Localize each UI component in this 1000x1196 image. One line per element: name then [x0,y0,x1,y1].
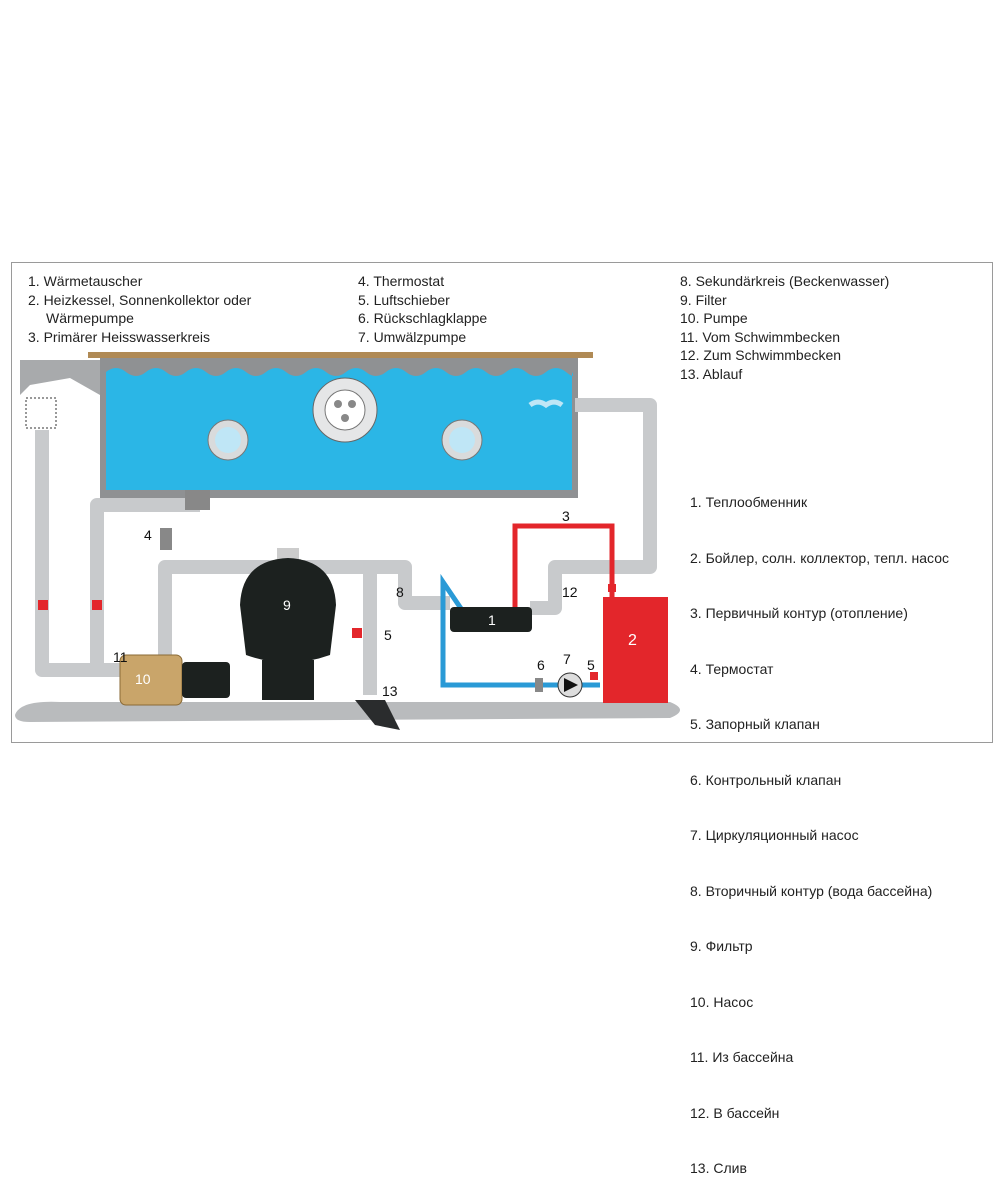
heat-exchanger [450,607,532,632]
boiler [603,597,668,703]
drain-outlet [355,700,400,730]
label-7: 7 [563,651,571,667]
legend-item: 7. Umwälzpumpe [358,328,467,345]
label-6: 6 [537,657,545,673]
pipe-to-pool [530,398,657,615]
legend-item: 11. Vom Schwimmbecken [680,328,841,345]
pipe-pump-to-filter [158,560,450,660]
legend-item: 6. Rückschlagklappe [358,310,488,326]
legend-item: 13. Ablauf [680,365,743,382]
legend-item: 2. Heizkessel, Sonnenkollektor oder [28,291,252,308]
legend-item: 12. Zum Schwimmbecken [680,347,842,363]
primary-hot-circuit [512,523,615,610]
legend-item: 6. Контрольный клапан [690,771,842,788]
legend-german-col3: 8. Sekundärkreis (Beckenwasser) 9. Filte… [680,272,889,383]
legend-item: 13. Слив [690,1160,747,1176]
legend-item: 4. Термостат [690,660,774,677]
label-12: 12 [562,584,578,600]
legend-item: 3. Primärer Heisswasserkreis [28,328,211,345]
label-11: 11 [113,649,128,665]
label-10: 10 [135,671,151,687]
label-5b: 5 [587,657,595,673]
main-pump [119,654,230,706]
legend-item: 3. Первичный контур (отопление) [690,605,908,621]
legend-item: 7. Циркуляционный насос [690,827,859,843]
legend-german-col1: 1. Wärmetauscher 2. Heizkessel, Sonnenko… [28,272,251,346]
diagram-frame [11,262,993,743]
legend-item: 1. Теплообменник [690,494,808,510]
label-5a: 5 [384,627,392,643]
legend-item: 1. Wärmetauscher [28,273,143,289]
legend-item: Wärmepumpe [46,310,134,326]
label-3: 3 [562,508,570,524]
pool-deck [88,352,593,358]
secondary-cold-circuit [440,573,600,688]
legend-item: 5. Запорный клапан [690,716,820,732]
circulation-pump [557,672,583,698]
legend-item: 9. Фильтр [690,938,753,954]
legend-item: 8. Вторичный контур (вода бассейна) [690,882,933,899]
legend-item: 2. Бойлер, солн. коллектор, тепл. насос [690,549,949,566]
diagram-drawing: 1 2 3 4 5 5 6 7 8 9 10 11 12 13 [15,352,680,730]
pipe-from-skimmer [35,430,140,677]
legend-russian: 1. Теплообменник 2. Бойлер, солн. коллек… [690,456,949,1196]
legend-german-col2: 4. Thermostat 5. Luftschieber 6. Rücksch… [358,272,487,346]
label-1: 1 [488,612,496,628]
sand-filter [240,548,336,700]
legend-item: 8. Sekundärkreis (Beckenwasser) [680,273,890,289]
label-8: 8 [396,584,404,600]
pool-light-right [441,419,483,461]
legend-item: 11. Из бассейна [690,1049,794,1065]
skimmer [20,360,100,395]
legend-item: 10. Pumpe [680,310,748,326]
thermostat [160,528,172,550]
legend-item: 5. Luftschieber [358,291,450,308]
legend-item: 12. В бассейн [690,1104,780,1121]
ground [15,701,680,722]
label-9: 9 [283,597,291,613]
pipe-from-main-drain [90,498,200,670]
label-4: 4 [144,527,152,543]
label-2: 2 [628,632,637,649]
label-13: 13 [382,683,398,699]
pool-inlet-fitting [312,377,378,443]
legend-item: 9. Filter [680,291,727,308]
legend-item: 10. Насос [690,993,754,1010]
pool-heating-diagram: 1 2 3 4 5 5 6 7 8 9 10 11 12 13 1. Wärme… [11,262,993,1176]
pool-light-left [207,419,249,461]
legend-item: 4. Thermostat [358,273,445,289]
skimmer-basket [25,397,57,429]
